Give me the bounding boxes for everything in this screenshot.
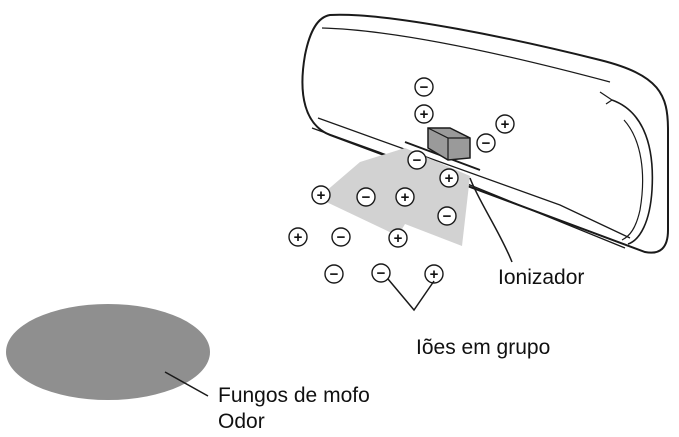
minus-sign: − [413, 152, 422, 169]
mold-leader-line [164, 371, 209, 397]
plus-sign: + [501, 116, 510, 133]
positive-ion: + [388, 228, 408, 248]
ion-circle [395, 187, 415, 207]
negative-ion: − [437, 206, 457, 226]
unit-front-panel-inner [621, 119, 644, 241]
ionizer-module [427, 127, 471, 161]
ion-cluster-leader-line [387, 278, 435, 312]
mold-stain [6, 304, 210, 400]
negative-ion: − [414, 77, 434, 97]
airflow-arrow [318, 148, 470, 246]
negative-ion: − [476, 133, 496, 153]
ionizer-label: Ionizador [498, 266, 584, 289]
positive-ion: + [395, 187, 415, 207]
plus-sign: + [430, 266, 439, 283]
minus-sign: − [330, 266, 339, 283]
positive-ion: + [439, 168, 459, 188]
minus-sign: − [443, 208, 452, 225]
unit-top-edge [321, 27, 611, 83]
negative-ion: − [371, 263, 391, 283]
odor-label: Odor [218, 410, 265, 433]
ion-circle [476, 133, 496, 153]
plus-sign: + [317, 187, 326, 204]
mold-fungi-label: Fungos de mofo [218, 384, 370, 407]
ion-cluster-label: Iões em grupo [416, 336, 550, 359]
ion-circle [414, 104, 434, 124]
ion-circle [424, 264, 444, 284]
ion-circle [288, 227, 308, 247]
ion-circle [388, 228, 408, 248]
negative-ion: − [331, 227, 351, 247]
ion-circle [407, 150, 427, 170]
unit-outlet-line-2 [311, 127, 626, 249]
ion-circle [439, 168, 459, 188]
plus-sign: + [401, 189, 410, 206]
plus-sign: + [420, 106, 429, 123]
ion-circle [414, 77, 434, 97]
ion-circle [371, 263, 391, 283]
ion-circle [324, 264, 344, 284]
negative-ion: − [324, 264, 344, 284]
unit-outlet-line-1 [317, 117, 631, 239]
positive-ion: + [495, 114, 515, 134]
negative-ion: − [356, 187, 376, 207]
ion-circle [356, 187, 376, 207]
plus-sign: + [394, 230, 403, 247]
ion-circle [311, 185, 331, 205]
negative-ion: − [407, 150, 427, 170]
minus-sign: − [362, 189, 371, 206]
ions-layer: −++−−++−+−+−+−−+ [288, 77, 515, 284]
plus-sign: + [294, 229, 303, 246]
minus-sign: − [420, 79, 429, 96]
ion-circle [495, 114, 515, 134]
ion-circle [331, 227, 351, 247]
minus-sign: − [377, 265, 386, 282]
ionizer-leader-line [469, 177, 513, 263]
positive-ion: + [414, 104, 434, 124]
positive-ion: + [288, 227, 308, 247]
unit-front-panel [611, 99, 654, 245]
minus-sign: − [482, 135, 491, 152]
plus-sign: + [445, 170, 454, 187]
minus-sign: − [337, 229, 346, 246]
positive-ion: + [424, 264, 444, 284]
positive-ion: + [311, 185, 331, 205]
ion-circle [437, 206, 457, 226]
